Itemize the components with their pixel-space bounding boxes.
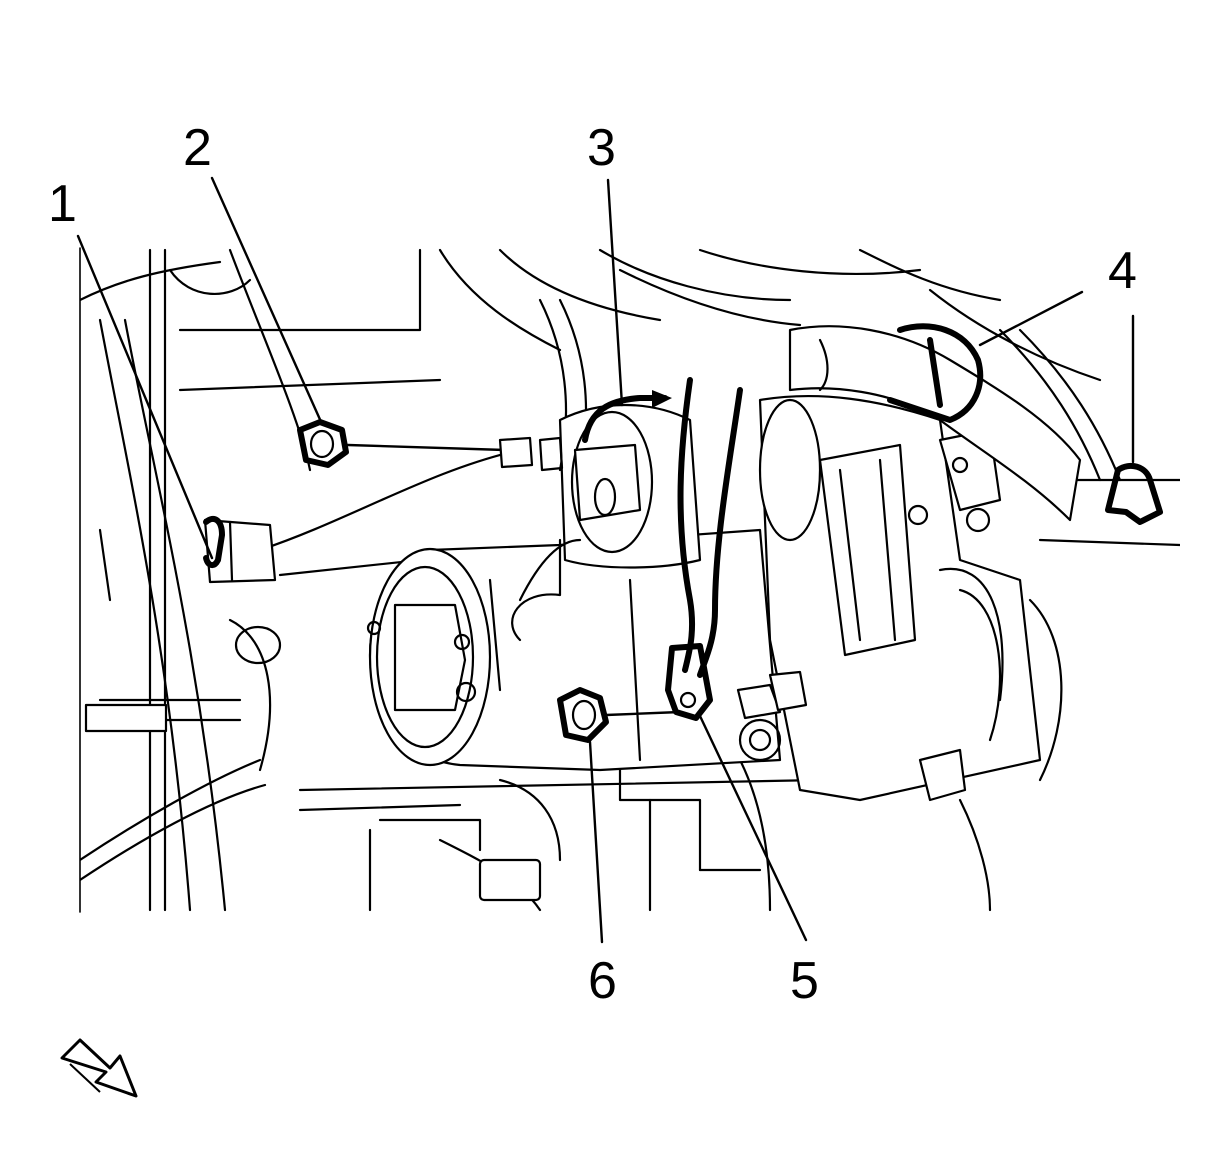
callout-4: 4 <box>1108 242 1137 300</box>
harness-clip-part-1 <box>203 515 225 568</box>
engine-background <box>80 248 1180 912</box>
ground-strap-part-5 <box>665 377 743 721</box>
callout-5: 5 <box>790 952 819 1010</box>
leader-line-3 <box>606 178 624 407</box>
strap-nut-part-6 <box>557 670 808 743</box>
callout-3: 3 <box>587 119 616 177</box>
leader-line-2 <box>210 176 324 426</box>
solenoid-cable-part-3 <box>582 390 672 443</box>
callout-1: 1 <box>48 175 77 233</box>
callout-2: 2 <box>183 119 212 177</box>
arrow-down-right-icon <box>60 1038 138 1098</box>
leader-line-1 <box>76 234 214 560</box>
retaining-clip-part-4 <box>887 323 1163 525</box>
leader-line-4a <box>978 290 1084 347</box>
terminal-nut-part-2 <box>297 419 564 472</box>
leader-line-6 <box>588 740 604 944</box>
callout-6: 6 <box>588 952 617 1010</box>
leader-line-5 <box>698 714 808 942</box>
